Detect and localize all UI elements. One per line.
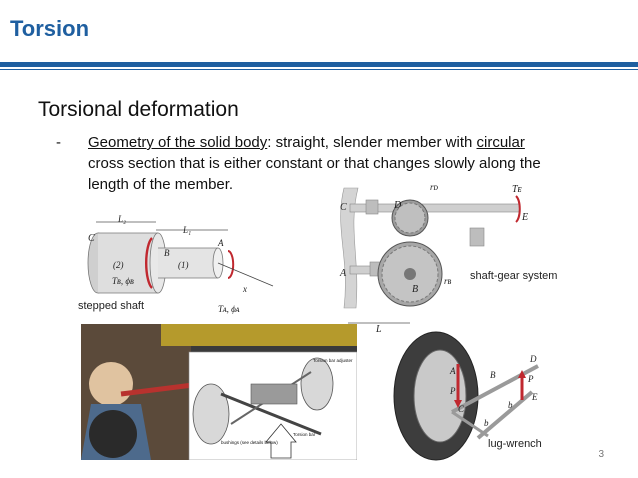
wrench-label-p2: P: [527, 374, 534, 384]
circular-term: circular: [476, 134, 525, 151]
wrench-label-a: A: [449, 366, 456, 376]
label-l1: L₁: [182, 225, 191, 235]
stepped-shaft-figure: L₂ L₁ C B A (2) (1) Tʙ, ϕʙ Tᴀ, ϕᴀ x: [87, 214, 274, 314]
wrench-label-b2: b: [484, 418, 489, 428]
title-rule: [0, 62, 638, 67]
wrench-label-b1: b: [508, 400, 513, 410]
label-seg2: (2): [113, 260, 124, 270]
lug-wrench-figure: D A B P P C E b b: [393, 331, 539, 461]
gear-label-b: B: [412, 284, 418, 295]
bullet-line-3: length of the member.: [88, 176, 234, 193]
gear-label-a: A: [339, 268, 347, 279]
gear-label-rb: rʙ: [444, 276, 452, 286]
gear-label-e: E: [521, 212, 528, 223]
bullet-line-1: Geometry of the solid body: straight, sl…: [70, 132, 595, 153]
geometry-term: Geometry of the solid body: [88, 134, 268, 151]
stepped-shaft-caption: stepped shaft: [78, 300, 145, 312]
shaft-gear-figure: C D rᴅ Tᴇ E A B rʙ L: [339, 182, 528, 335]
label-c: C: [88, 233, 95, 244]
title-rule-thin: [0, 69, 638, 70]
gear-label-rd: rᴅ: [430, 182, 439, 192]
photo-label-bushings: bushings (see details below): [221, 440, 278, 445]
label-l2: L₂: [117, 214, 126, 224]
label-tb: Tʙ, ϕʙ: [112, 276, 134, 286]
gear-label-c: C: [340, 202, 347, 213]
label-ta: Tᴀ, ϕᴀ: [218, 304, 240, 314]
photo-label-bar: Torsion bar: [293, 432, 316, 437]
gear-label-te: Tᴇ: [512, 184, 522, 195]
bullet-line-2: cross section that is either constant or…: [88, 155, 541, 172]
section-heading: Torsional deformation: [38, 98, 239, 121]
lug-wrench-caption: lug-wrench: [488, 438, 542, 450]
wrench-label-d: D: [529, 354, 537, 364]
torsion-bar-photo: Torsion bar adjuster Torsion bar bushing…: [81, 324, 357, 460]
bullet-dash: -: [56, 134, 61, 151]
wrench-label-c: C: [458, 404, 465, 414]
photo-label-adjuster: Torsion bar adjuster: [313, 358, 353, 363]
gear-label-d: D: [393, 200, 402, 211]
gear-label-l: L: [375, 324, 382, 335]
shaft-gear-caption: shaft-gear system: [470, 270, 558, 282]
wrench-label-b: B: [490, 370, 496, 380]
bullet-point: - Geometry of the solid body: straight, …: [56, 132, 595, 195]
page-number: 3: [598, 449, 604, 460]
label-a: A: [217, 238, 224, 248]
label-x: x: [242, 284, 247, 294]
wrench-label-e: E: [531, 392, 538, 402]
slide-title: Torsion: [10, 16, 90, 41]
bullet-text-1: : straight, slender member with: [267, 134, 477, 151]
wrench-label-p1: P: [449, 386, 456, 396]
label-seg1: (1): [178, 260, 189, 270]
label-b: B: [164, 248, 170, 258]
